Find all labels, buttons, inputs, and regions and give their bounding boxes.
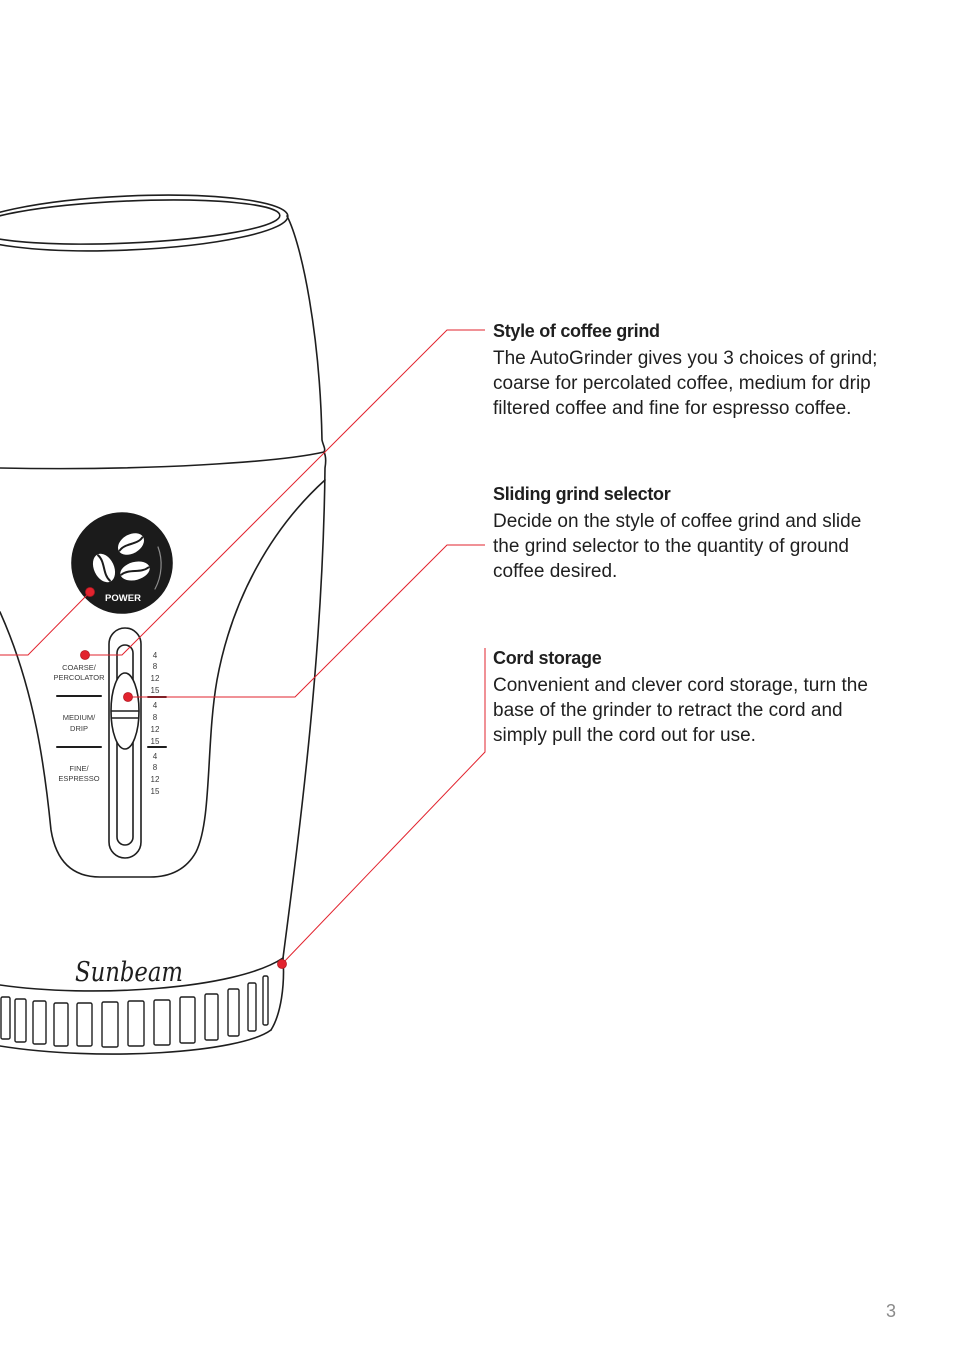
callout-body-line: simply pull the cord out for use. — [493, 725, 756, 746]
grind-label-coarse: COARSE/ — [62, 663, 97, 672]
callout-dot-power — [85, 587, 95, 597]
callout-line-cord-storage — [281, 648, 486, 965]
grinder-body — [0, 451, 327, 959]
callout-grind-selector: Sliding grind selector Decide on the sty… — [493, 482, 933, 584]
power-button-highlight — [154, 546, 162, 590]
base-slot — [76, 1002, 93, 1047]
coffee-bean-crease — [118, 536, 144, 552]
callout-dot-grind-selector — [123, 692, 133, 702]
body-outline — [282, 451, 327, 959]
callout-body-line: coarse for percolated coffee, medium for… — [493, 373, 871, 394]
grind-label-coarse: PERCOLATOR — [54, 673, 106, 682]
base-slot — [227, 988, 240, 1037]
callout-body-line: coffee desired. — [493, 561, 618, 582]
base-slot — [127, 1000, 145, 1047]
quantity-scale-value: 15 — [151, 737, 160, 746]
quantity-scale-value: 12 — [151, 674, 160, 683]
lid-side-outline — [0, 215, 326, 470]
callout-body-line: base of the grinder to retract the cord … — [493, 700, 843, 721]
grind-label-medium: MEDIUM/ — [63, 713, 96, 722]
coffee-bean-crease — [97, 554, 111, 582]
callout-heading: Sliding grind selector — [493, 484, 671, 504]
coffee-grinder: POWER COARSE/ PERCOLATOR MEDIUM/ DRIP FI… — [0, 194, 327, 1055]
callout-body-line: Decide on the style of coffee grind and … — [493, 511, 862, 532]
lid-outer-rim — [0, 194, 289, 252]
callout-body-line: The AutoGrinder gives you 3 choices of g… — [493, 348, 878, 369]
quantity-scale-value: 8 — [153, 763, 158, 772]
grind-selector-slider — [108, 627, 142, 859]
base-bottom-edge — [0, 1029, 272, 1055]
base-slot — [204, 993, 219, 1041]
callout-body-line: the grind selector to the quantity of gr… — [493, 536, 849, 557]
callout-dot-grind-style — [80, 650, 90, 660]
base-slot — [0, 996, 11, 1040]
callout-lines — [0, 329, 486, 965]
quantity-scale-value: 4 — [153, 701, 158, 710]
slider-track-inner — [116, 644, 134, 846]
coffee-bean-crease — [120, 566, 150, 576]
callout-body: Convenient and clever cord storage, turn… — [493, 673, 933, 748]
callout-grind-style: Style of coffee grind The AutoGrinder gi… — [493, 319, 933, 421]
grind-label-fine: ESPRESSO — [58, 774, 99, 783]
front-panel-outline — [0, 479, 326, 878]
base-grip-slots — [0, 975, 269, 1048]
callout-dots — [80, 587, 287, 969]
grinder-lid — [0, 194, 326, 470]
lid-inner-rim — [0, 199, 281, 245]
callout-dot-cord-storage — [277, 959, 287, 969]
base-slot — [14, 998, 27, 1043]
grind-labels: COARSE/ PERCOLATOR MEDIUM/ DRIP FINE/ ES… — [54, 663, 106, 783]
coffee-beans-icon — [92, 533, 150, 583]
callout-line-grind-style — [85, 329, 485, 656]
callout-body-line: filtered coffee and fine for espresso co… — [493, 398, 852, 419]
quantity-scale-value: 15 — [151, 686, 160, 695]
base-slot — [53, 1002, 69, 1047]
callout-body: The AutoGrinder gives you 3 choices of g… — [493, 346, 933, 421]
callout-body-line: Convenient and clever cord storage, turn… — [493, 675, 868, 696]
power-label: POWER — [105, 593, 141, 604]
callout-line-power — [0, 591, 91, 656]
base-slot — [247, 982, 257, 1032]
base-top-edge — [0, 957, 284, 992]
quantity-scale-value: 15 — [151, 787, 160, 796]
quantity-scale-value: 12 — [151, 725, 160, 734]
base-slot — [262, 975, 269, 1026]
callout-body: Decide on the style of coffee grind and … — [493, 509, 933, 584]
quantity-scale-value: 4 — [153, 651, 158, 660]
sunbeam-logo: Sunbeam — [75, 957, 183, 988]
base-slot — [153, 999, 171, 1046]
callout-line-grind-selector — [128, 544, 485, 698]
callout-cord-storage: Cord storage Convenient and clever cord … — [493, 646, 933, 748]
quantity-scale-value: 4 — [153, 752, 158, 761]
base-slot — [179, 996, 196, 1044]
grind-label-fine: FINE/ — [69, 764, 89, 773]
base-slot — [101, 1001, 119, 1048]
power-button-face — [71, 512, 173, 614]
callout-heading: Cord storage — [493, 648, 602, 668]
grind-label-medium: DRIP — [70, 724, 88, 733]
quantity-scale: 4 8 12 15 4 8 12 15 4 8 12 15 — [151, 651, 160, 796]
page-number: 3 — [886, 1301, 897, 1321]
base-slot — [32, 1000, 47, 1045]
quantity-scale-value: 8 — [153, 662, 158, 671]
quantity-scale-value: 8 — [153, 713, 158, 722]
callout-heading: Style of coffee grind — [493, 321, 660, 341]
quantity-scale-value: 12 — [151, 775, 160, 784]
power-button: POWER — [71, 512, 173, 614]
